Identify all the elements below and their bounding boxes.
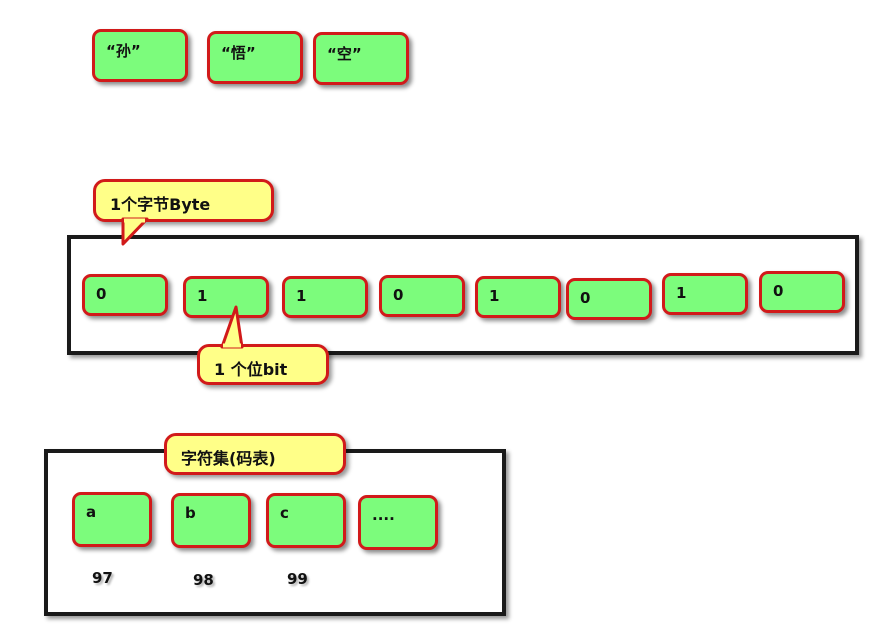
charset-code: 97	[92, 569, 113, 587]
charset-code: 99	[287, 570, 308, 588]
char-box-wu: “悟”	[207, 31, 303, 84]
byte-callout: 1个字节Byte	[93, 179, 274, 222]
bit-box: 1	[475, 276, 561, 318]
charset-item-box: ....	[358, 495, 438, 550]
charset-item-box: a	[72, 492, 152, 547]
bit-box: 0	[566, 278, 652, 320]
charset-code: 98	[193, 571, 214, 589]
charset-callout-label: 字符集(码表)	[181, 449, 276, 468]
charset-item-box: b	[171, 493, 251, 548]
bit-box: 0	[379, 275, 465, 317]
bit-box: 0	[759, 271, 845, 313]
bit-box: 1	[282, 276, 368, 318]
byte-callout-tail	[121, 217, 149, 246]
bit-callout-label: 1 个位bit	[214, 360, 288, 379]
bit-box: 1	[183, 276, 269, 318]
char-box-kong: “空”	[313, 32, 409, 85]
bit-callout: 1 个位bit	[197, 344, 329, 385]
charset-item-box: c	[266, 493, 346, 548]
byte-frame	[67, 235, 859, 355]
bit-callout-tail	[220, 305, 244, 349]
charset-callout: 字符集(码表)	[164, 433, 346, 475]
byte-callout-label: 1个字节Byte	[110, 195, 211, 214]
char-box-sun: “孙”	[92, 29, 188, 82]
bit-box: 1	[662, 273, 748, 315]
bit-box: 0	[82, 274, 168, 316]
